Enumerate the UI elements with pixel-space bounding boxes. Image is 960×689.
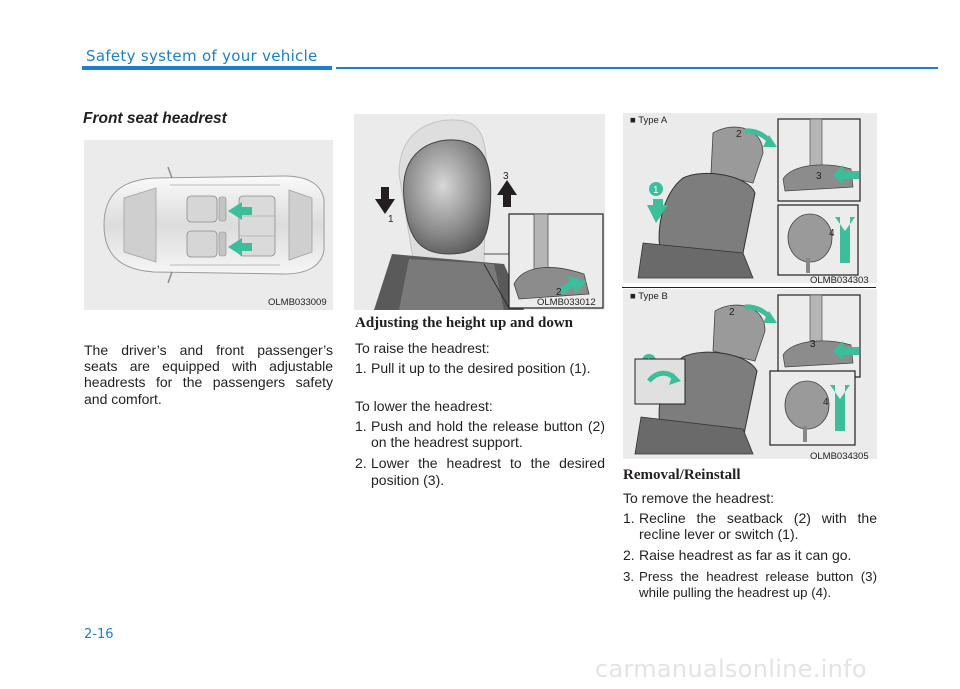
svg-text:2: 2	[729, 307, 735, 318]
type-b-label: ■ Type B	[630, 291, 668, 302]
type-a-label: ■ Type A	[630, 115, 668, 126]
car-top-figure-code: OLMB033009	[268, 297, 327, 308]
type-b-figure-code: OLMB034305	[810, 451, 869, 462]
seat-type-b-illustration: 2 1 3 4	[634, 294, 861, 455]
list-item: 1.Pull it up to the desired position (1)…	[355, 360, 591, 376]
svg-text:3: 3	[810, 339, 816, 350]
list-item: 1.Push and hold the release button (2) o…	[355, 418, 605, 451]
intro-paragraph: The driver’s and front passenger’s seats…	[84, 342, 333, 407]
list-item: 2.Raise headrest as far as it can go.	[623, 547, 852, 564]
headrest-adjust-illustration: 1 3 2	[374, 119, 604, 310]
headrest-adjust-figure-code: OLMB033012	[537, 297, 596, 308]
section-title: Front seat headrest	[83, 110, 227, 127]
raise-steps: 1.Pull it up to the desired position (1)…	[355, 360, 605, 381]
list-item: 1.Recline the seatback (2) with the recl…	[623, 510, 877, 543]
svg-text:3: 3	[816, 171, 822, 182]
lower-intro: To lower the headrest:	[355, 398, 493, 414]
raise-intro: To raise the headrest:	[355, 340, 490, 356]
header-rule-thin	[336, 67, 938, 69]
removal-heading: Removal/Reinstall	[623, 467, 741, 483]
seat-type-a-illustration: 2 1 3 4	[637, 118, 861, 279]
removal-intro: To remove the headrest:	[623, 490, 774, 506]
svg-text:1: 1	[653, 185, 659, 196]
svg-text:4: 4	[823, 397, 829, 408]
adjusting-heading: Adjusting the height up and down	[355, 315, 573, 331]
list-item: 2.Lower the headrest to the desired posi…	[355, 455, 605, 488]
type-b-figure: 2 1 3 4	[623, 289, 877, 459]
svg-text:1: 1	[388, 214, 394, 225]
car-top-view-illustration	[103, 166, 325, 284]
header-section-title: Safety system of your vehicle	[86, 47, 318, 65]
list-item: 3.Press the headrest release button (3) …	[623, 568, 877, 600]
figure-divider	[622, 287, 876, 288]
car-top-view-figure	[84, 140, 333, 310]
type-a-figure-code: OLMB034303	[810, 275, 869, 286]
page-number: 2-16	[84, 627, 114, 642]
headrest-adjust-figure: 1 3 2	[354, 114, 605, 310]
svg-text:4: 4	[829, 228, 835, 239]
svg-text:2: 2	[736, 129, 742, 140]
svg-text:2: 2	[556, 287, 562, 298]
removal-steps: 1.Recline the seatback (2) with the recl…	[623, 510, 877, 606]
type-a-figure: 2 1 3 4	[623, 113, 877, 283]
lower-steps: 1.Push and hold the release button (2) o…	[355, 418, 605, 493]
svg-text:3: 3	[503, 171, 509, 182]
header-rule-thick	[82, 66, 332, 70]
watermark: carmanualsonline.info	[595, 655, 867, 683]
